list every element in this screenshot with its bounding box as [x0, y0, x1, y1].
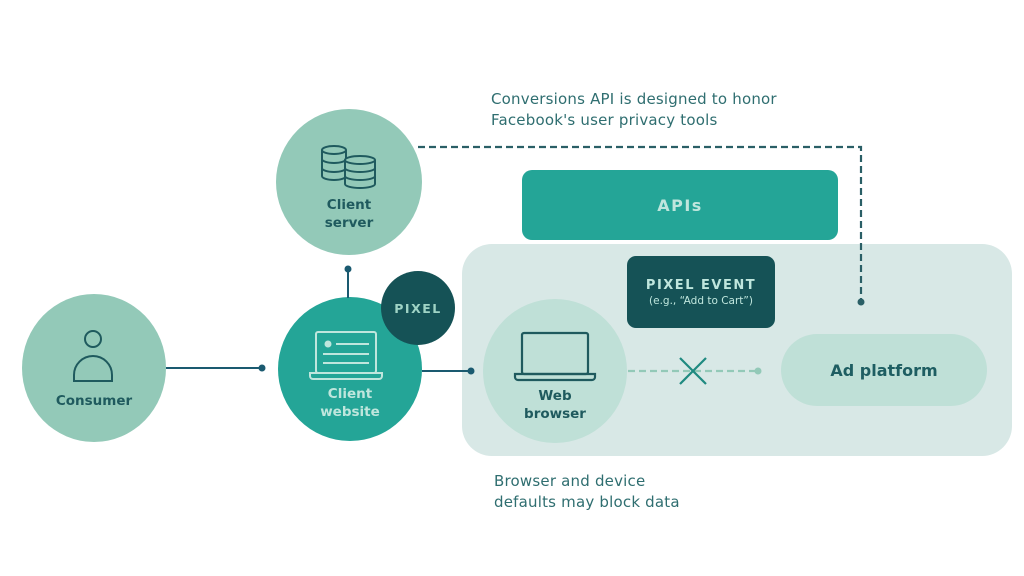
- ad-platform-node: Ad platform: [781, 334, 987, 406]
- web-browser-label-line1: Web: [538, 388, 572, 404]
- consumer-label: Consumer: [55, 393, 133, 409]
- connector-dot: [344, 265, 352, 273]
- browser-block-note: Browser and device defaults may block da…: [494, 471, 680, 513]
- client-server-label-line2: server: [324, 215, 374, 231]
- browser-block-note-line1: Browser and device: [494, 472, 646, 490]
- conversions-api-note-line2: Facebook's user privacy tools: [491, 111, 718, 129]
- web-browser-label-line2: browser: [524, 406, 586, 422]
- client-server-label-line1: Client: [326, 197, 372, 213]
- pixel-event-subtitle: (e.g., “Add to Cart”): [649, 294, 753, 307]
- apis-label: APIs: [657, 195, 703, 215]
- consumer-node: [22, 294, 166, 442]
- client-website-label: Client website: [278, 385, 422, 421]
- web-browser-label: Web browser: [483, 387, 627, 423]
- pixel-event-title: PIXEL EVENT: [645, 277, 757, 293]
- pixel-label: PIXEL: [394, 300, 442, 316]
- ad-platform-label: Ad platform: [830, 360, 938, 380]
- apis-box: APIs: [522, 170, 838, 240]
- browser-block-note-line2: defaults may block data: [494, 493, 680, 511]
- client-server-label: Client server: [276, 196, 422, 232]
- client-server-node: [276, 109, 422, 255]
- conversions-api-note-line1: Conversions API is designed to honor: [491, 90, 777, 108]
- client-website-label-line1: Client: [327, 386, 373, 402]
- pixel-node: PIXEL: [381, 271, 455, 345]
- client-website-label-line2: website: [320, 404, 380, 420]
- connector-dot: [258, 364, 266, 372]
- pixel-event-box: PIXEL EVENT (e.g., “Add to Cart”): [627, 256, 775, 328]
- conversions-api-note: Conversions API is designed to honor Fac…: [491, 89, 777, 131]
